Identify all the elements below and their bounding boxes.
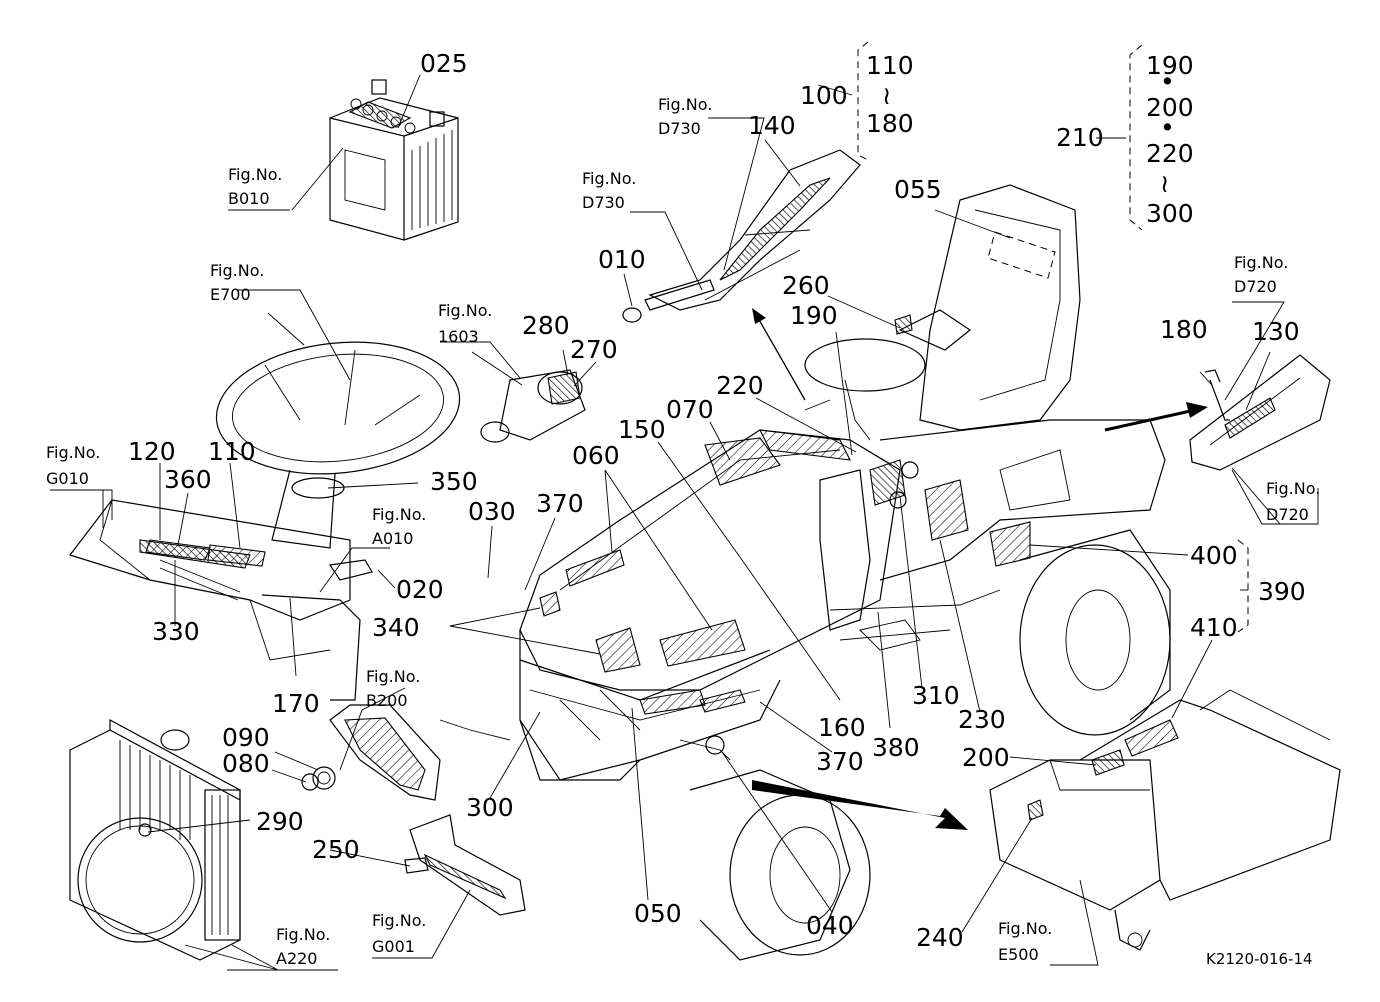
fig-ref-d720b: D720	[1266, 505, 1309, 524]
part-label-030: 030	[468, 497, 516, 526]
part-label-180b: 180	[1160, 315, 1208, 344]
bracket-illustration	[404, 814, 526, 916]
range-symbol-3: •	[1160, 113, 1175, 142]
fig-ref-d730a: D730	[658, 119, 701, 138]
diagram-reference-code: K2120-016-14	[1206, 950, 1313, 968]
tractor-body-illustration	[439, 184, 1171, 961]
range-symbol-4: ≀	[1160, 169, 1169, 198]
part-label-290: 290	[256, 807, 304, 836]
range-symbol-1: ≀	[882, 81, 891, 110]
part-label-055: 055	[894, 175, 942, 204]
part-label-400: 400	[1190, 541, 1238, 570]
arrow-1	[1104, 402, 1208, 432]
fig-label-e500: Fig.No.	[998, 919, 1052, 938]
lever-assembly-illustration	[622, 149, 861, 323]
part-label-260: 260	[782, 271, 830, 300]
part-label-170: 170	[272, 689, 320, 718]
part-label-020: 020	[396, 575, 444, 604]
part-label-380: 380	[872, 733, 920, 762]
part-labels: 025 110 100 ≀ 180 190 • 200 • 210 220 ≀ …	[128, 49, 1306, 952]
part-label-280: 280	[522, 311, 570, 340]
fig-label-b200: Fig.No.	[366, 667, 420, 686]
figure-references: Fig.No. B010 Fig.No. D730 Fig.No. D730 F…	[46, 95, 1320, 968]
part-label-040: 040	[806, 911, 854, 940]
part-label-140: 140	[748, 111, 796, 140]
fig-label-d730b: Fig.No.	[582, 169, 636, 188]
part-label-180a: 180	[866, 109, 914, 138]
part-label-080: 080	[222, 749, 270, 778]
fig-ref-e700: E700	[210, 285, 251, 304]
part-label-340: 340	[372, 613, 420, 642]
fig-label-1603: Fig.No.	[438, 301, 492, 320]
part-label-220b: 220	[716, 371, 764, 400]
arrow-2	[752, 780, 968, 830]
part-label-120: 120	[128, 437, 176, 466]
part-label-270: 270	[570, 335, 618, 364]
range-symbol-2: •	[1160, 67, 1175, 96]
fig-ref-g010: G010	[46, 469, 89, 488]
part-label-070: 070	[666, 395, 714, 424]
part-label-230: 230	[958, 705, 1006, 734]
fig-label-b010: Fig.No.	[228, 165, 282, 184]
part-label-190a: 190	[1146, 51, 1194, 80]
part-label-060: 060	[572, 441, 620, 470]
seat-lever-illustration	[1189, 354, 1331, 471]
part-label-090: 090	[222, 723, 270, 752]
fig-label-d720b: Fig.No.	[1266, 479, 1320, 498]
part-label-010: 010	[598, 245, 646, 274]
fig-label-g001: Fig.No.	[372, 911, 426, 930]
part-label-110a: 110	[866, 51, 914, 80]
part-label-100: 100	[800, 81, 848, 110]
part-label-220a: 220	[1146, 139, 1194, 168]
part-label-410: 410	[1190, 613, 1238, 642]
fig-label-a010: Fig.No.	[372, 505, 426, 524]
part-label-130: 130	[1252, 317, 1300, 346]
steering-wheel-illustration	[69, 341, 461, 701]
fig-ref-b200: B200	[366, 691, 408, 710]
fig-ref-d730b: D730	[582, 193, 625, 212]
part-label-370a: 370	[536, 489, 584, 518]
part-label-025: 025	[420, 49, 468, 78]
part-label-350: 350	[430, 467, 478, 496]
part-label-160: 160	[818, 713, 866, 742]
part-label-050: 050	[634, 899, 682, 928]
grill-illustration	[301, 704, 441, 801]
part-label-300b: 300	[466, 793, 514, 822]
part-label-310: 310	[912, 681, 960, 710]
part-label-200a: 200	[1146, 93, 1194, 122]
fig-ref-e500: E500	[998, 945, 1039, 964]
battery-illustration	[329, 79, 459, 241]
part-label-200b: 200	[962, 743, 1010, 772]
air-cleaner-illustration	[480, 369, 586, 443]
part-label-360: 360	[164, 465, 212, 494]
fig-ref-1603: 1603	[438, 327, 479, 346]
fig-ref-d720a: D720	[1234, 277, 1277, 296]
leader-lines	[50, 74, 1319, 971]
fig-label-d720a: Fig.No.	[1234, 253, 1288, 272]
part-label-110b: 110	[208, 437, 256, 466]
fig-label-g010: Fig.No.	[46, 443, 100, 462]
fig-ref-g001: G001	[372, 937, 415, 956]
mower-deck-illustration	[989, 689, 1341, 951]
fig-ref-b010: B010	[228, 189, 270, 208]
fig-ref-a220: A220	[276, 949, 317, 968]
part-label-370b: 370	[816, 747, 864, 776]
fig-label-d730a: Fig.No.	[658, 95, 712, 114]
part-label-190b: 190	[790, 301, 838, 330]
fig-label-a220: Fig.No.	[276, 925, 330, 944]
part-label-330: 330	[152, 617, 200, 646]
fig-ref-a010: A010	[372, 529, 413, 548]
part-label-390: 390	[1258, 577, 1306, 606]
part-label-300a: 300	[1146, 199, 1194, 228]
fig-label-e700: Fig.No.	[210, 261, 264, 280]
radiator-illustration	[69, 718, 241, 961]
part-label-210: 210	[1056, 123, 1104, 152]
part-label-150: 150	[618, 415, 666, 444]
part-label-240: 240	[916, 923, 964, 952]
arrow-3	[752, 308, 806, 401]
part-label-250: 250	[312, 835, 360, 864]
